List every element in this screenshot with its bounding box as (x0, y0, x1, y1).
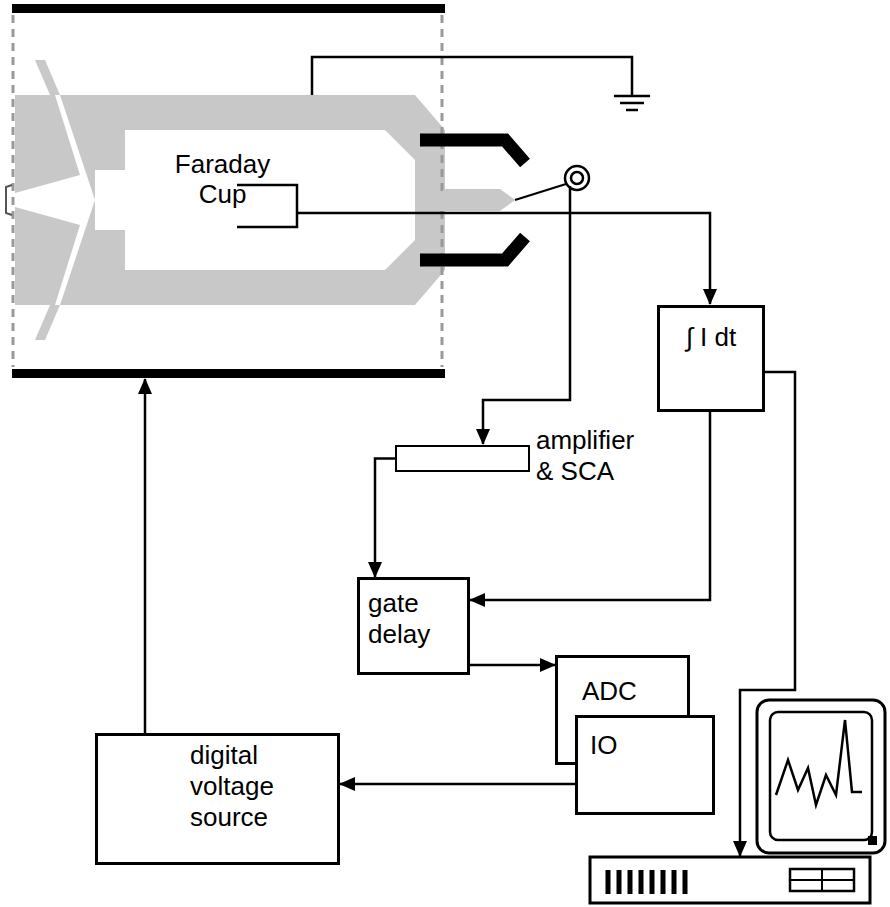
node-label: IO (578, 718, 712, 773)
detector-coil (565, 166, 589, 190)
amplifier-box: amplifier & SCA (395, 445, 530, 472)
computer-case (590, 857, 870, 903)
vent-slot (683, 870, 688, 894)
vent-slot (628, 870, 633, 894)
voltage-source-box: digital voltage source (95, 733, 340, 865)
node-label: gate delay (360, 580, 456, 658)
vent-slot (661, 870, 666, 894)
electrode-structure (15, 60, 445, 340)
supply-wire (144, 379, 147, 733)
node-label: ∫ I dt (660, 308, 762, 367)
computer-monitor (757, 700, 885, 853)
vent-slot (639, 870, 644, 894)
entrance-aperture (6, 185, 12, 215)
chamber-wall (12, 4, 445, 13)
vent-slot (650, 870, 655, 894)
vent-slot (672, 870, 677, 894)
node-label: digital voltage source (98, 736, 316, 838)
chamber-wall (12, 369, 445, 378)
ground-symbol (614, 96, 650, 110)
feedthrough-connector (420, 140, 566, 260)
signal-connector (470, 664, 555, 667)
integrator-box: ∫ I dt (657, 305, 765, 412)
node-label: amplifier & SCA (536, 425, 656, 487)
signal-connector (375, 459, 395, 578)
chamber-edge (12, 15, 15, 367)
signal-wire (483, 186, 570, 444)
signal-wire (297, 213, 710, 304)
signal-connector (340, 783, 575, 786)
gate-delay-box: gate delay (357, 577, 470, 675)
part-label: Faraday Cup (160, 150, 285, 210)
signal-connector (470, 412, 710, 600)
ground-wire (312, 57, 632, 95)
vent-slot (606, 870, 611, 894)
vent-slot (617, 870, 622, 894)
io-box: IO (575, 715, 715, 815)
